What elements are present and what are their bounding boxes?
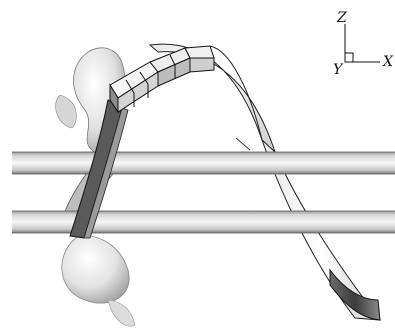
x-axis-label: X — [382, 54, 394, 70]
z-axis-label: Z — [336, 10, 347, 26]
upper-shaft — [12, 151, 395, 175]
helix-ribbon-back — [148, 43, 382, 321]
axis-origin-marker — [344, 52, 354, 63]
lower-shaft — [12, 210, 395, 234]
helix-ribbon-front — [69, 45, 263, 239]
axis-triad: Z Y X — [333, 10, 394, 78]
y-axis-label: Y — [333, 62, 344, 78]
